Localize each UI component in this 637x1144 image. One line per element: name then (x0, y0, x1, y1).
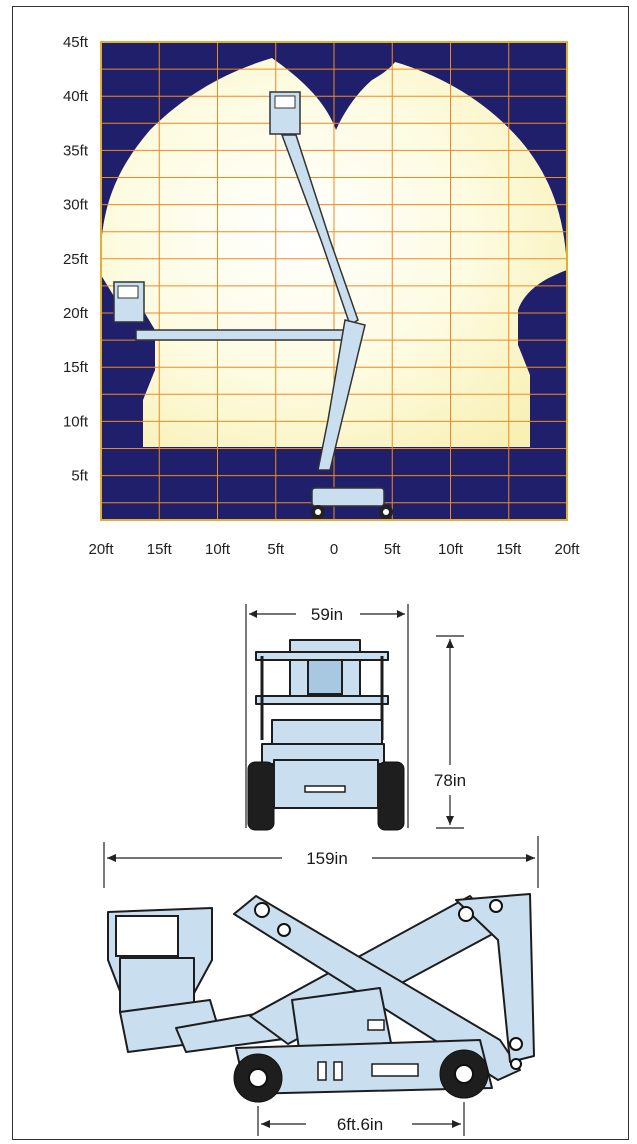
x-tick-label: 5ft (384, 541, 402, 558)
y-axis-ticks: 45ft 40ft 35ft 30ft 25ft 20ft 15ft 10ft 5ft (63, 34, 89, 485)
x-tick-label: 10ft (205, 541, 231, 558)
x-tick-label: 5ft (267, 541, 285, 558)
y-tick-label: 10ft (63, 413, 89, 430)
overall-length-dimension: 159in (306, 849, 348, 868)
x-tick-label: 0 (330, 541, 338, 558)
x-tick-label: 15ft (147, 541, 173, 558)
side-view-drawing: 159in 6ft.6in (103, 836, 539, 1136)
y-tick-label: 15ft (63, 359, 89, 376)
y-tick-label: 30ft (63, 197, 89, 214)
front-height-dimension: 78in (434, 771, 466, 790)
front-view-drawing: 59in 78in (245, 604, 466, 831)
x-tick-label: 15ft (496, 541, 522, 558)
y-tick-label: 20ft (63, 305, 89, 322)
front-width-dimension: 59in (311, 605, 343, 624)
x-tick-label: 10ft (438, 541, 464, 558)
y-tick-label: 45ft (63, 34, 89, 51)
x-tick-label: 20ft (554, 541, 580, 558)
boom-lift-reach-illustration (113, 91, 393, 519)
wheelbase-dimension: 6ft.6in (337, 1115, 383, 1134)
y-tick-label: 25ft (63, 251, 89, 268)
reach-chart-frame (100, 41, 568, 521)
y-tick-label: 35ft (63, 142, 89, 159)
x-tick-label: 20ft (88, 541, 114, 558)
y-tick-label: 40ft (63, 88, 89, 105)
x-axis-ticks: 20ft 15ft 10ft 5ft 0 5ft 10ft 15ft 20ft (88, 541, 580, 558)
y-tick-label: 5ft (71, 468, 89, 485)
